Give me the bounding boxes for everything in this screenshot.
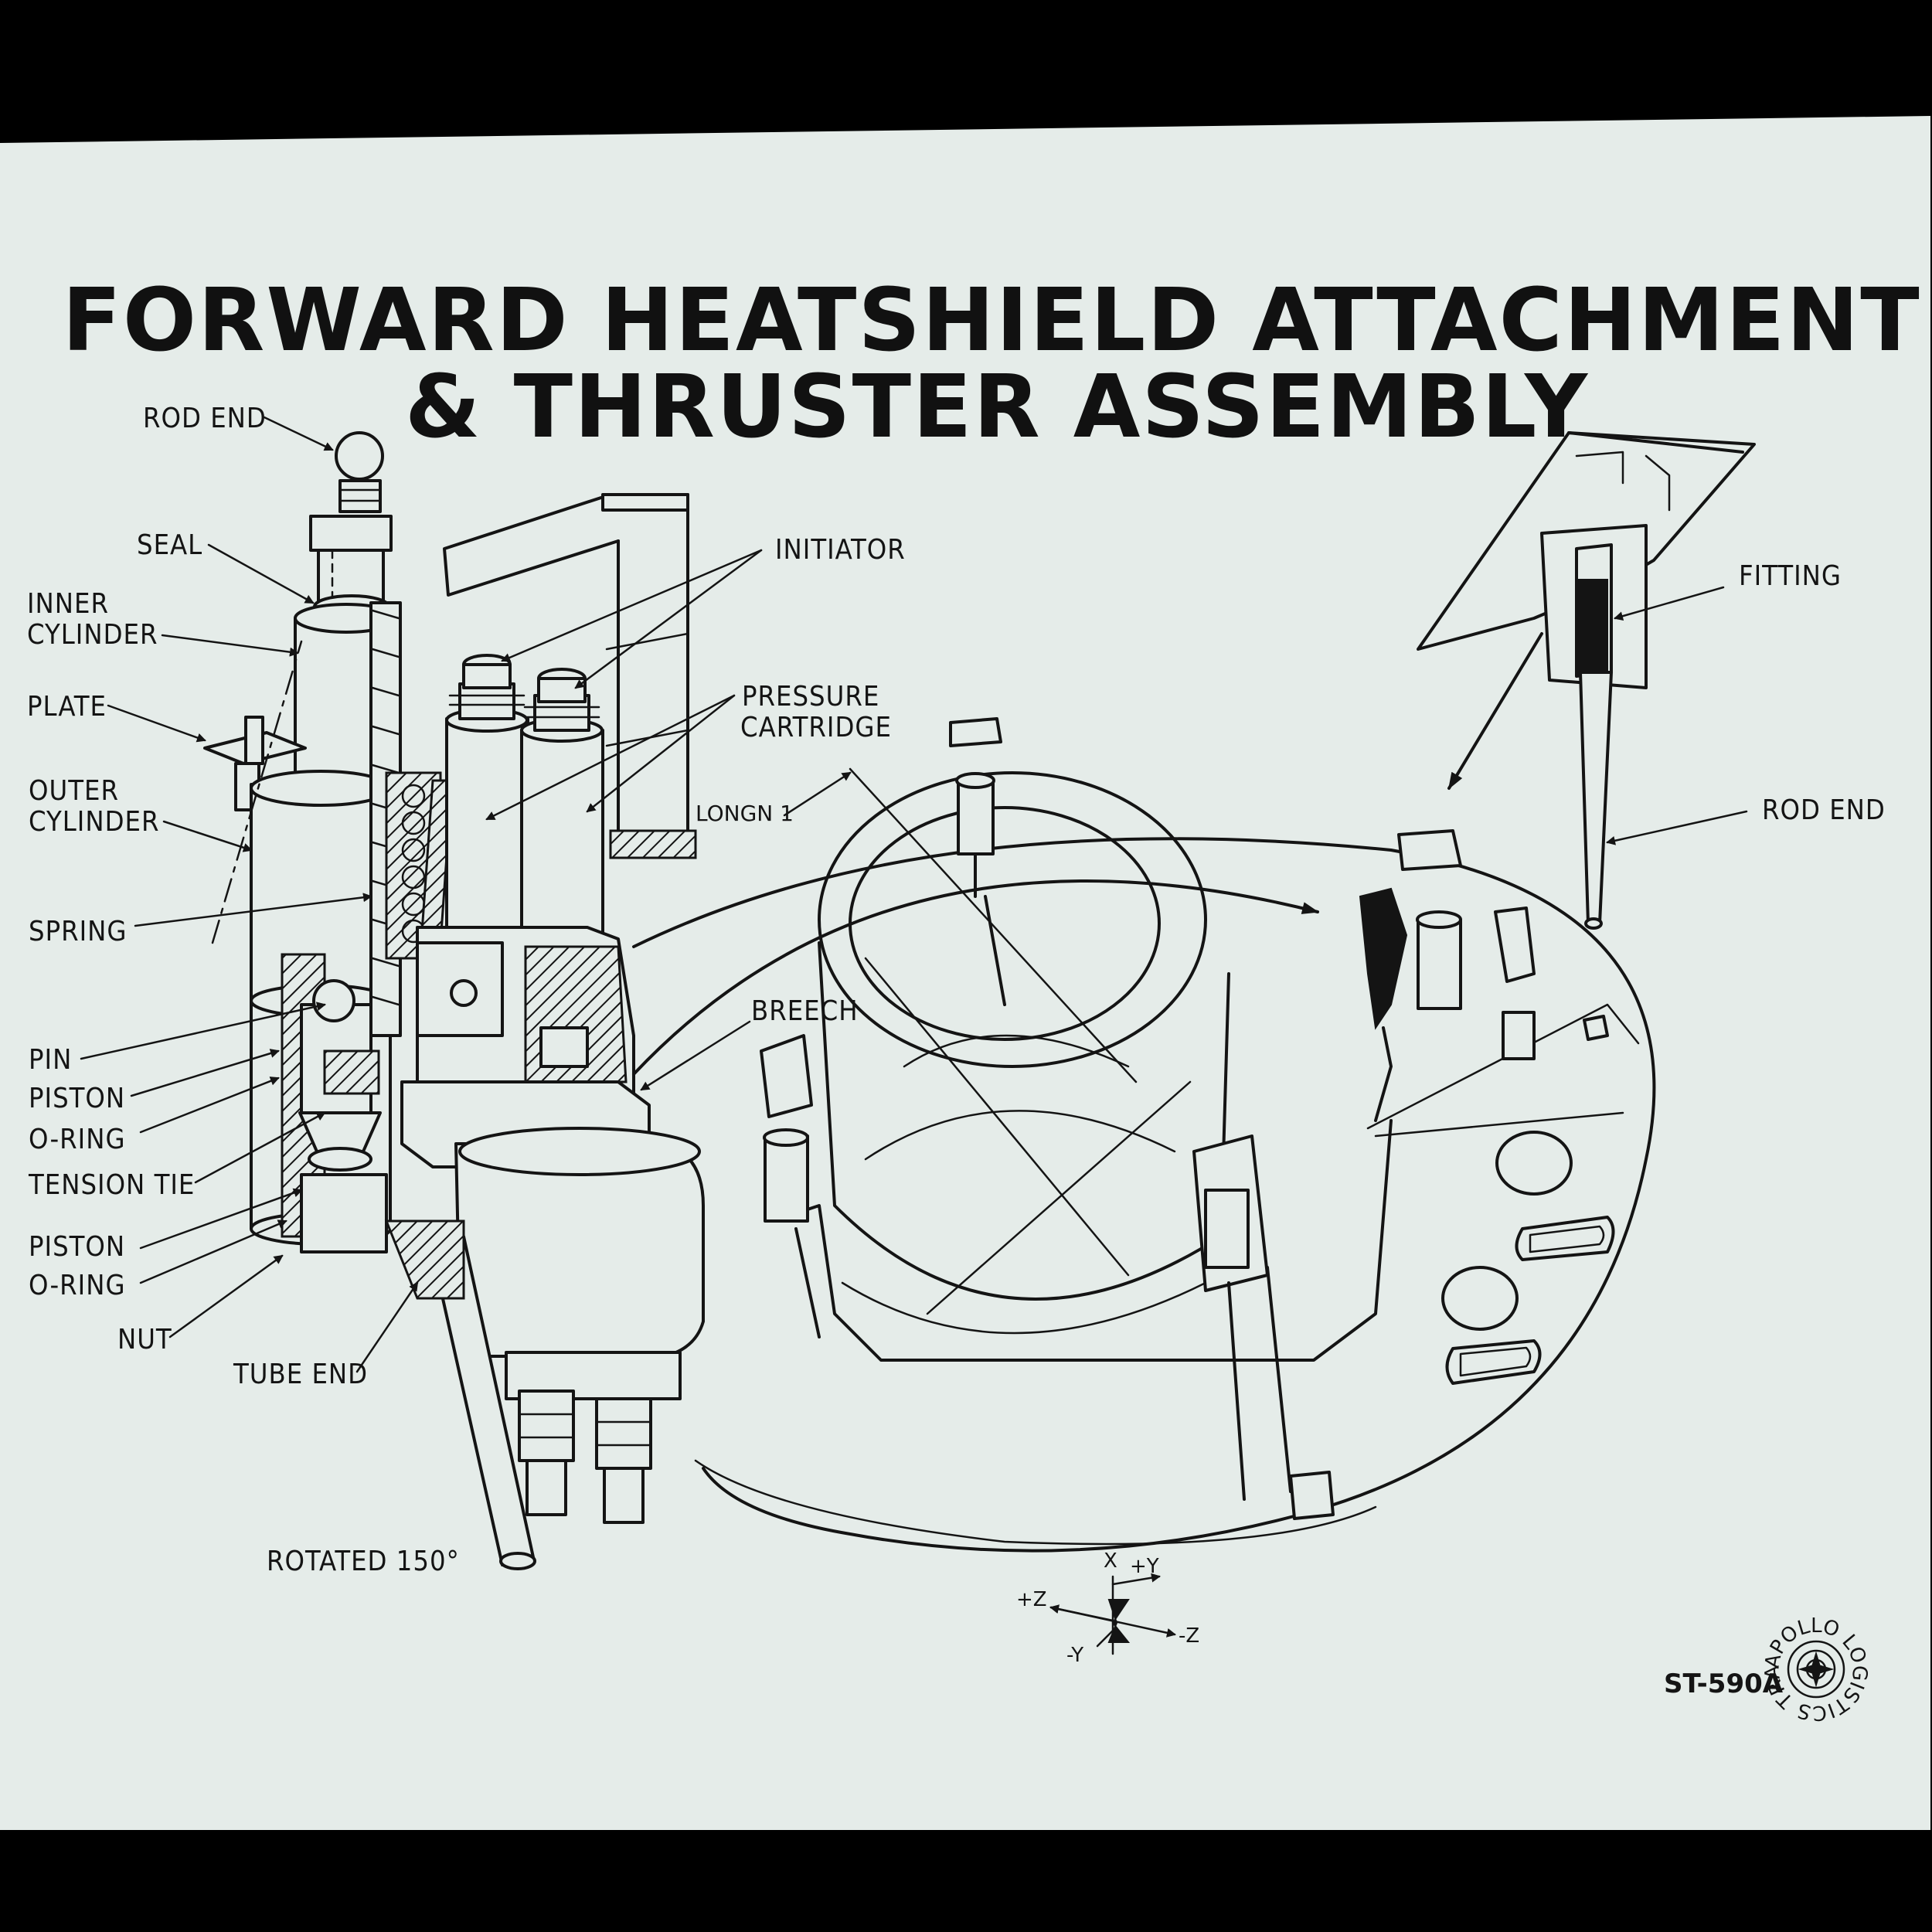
axis-label-plus-y: +Y <box>1130 1555 1159 1578</box>
heatshield-ring-drawing <box>632 632 1656 1553</box>
document-id: ST-590A <box>1664 1668 1784 1699</box>
label-outer-cylinder-2: CYLINDER <box>29 806 159 838</box>
label-outer-cylinder-1: OUTER <box>29 775 119 807</box>
axis-label-minus-y: -Y <box>1066 1644 1083 1667</box>
label-rotated: ROTATED 150° <box>267 1546 460 1577</box>
label-piston-2: PISTON <box>29 1231 125 1263</box>
labels: ROD END SEAL INNER CYLINDER PLATE OUTER … <box>27 403 1886 1577</box>
label-pin: PIN <box>29 1044 72 1076</box>
label-rod-end-right: ROD END <box>1762 794 1886 826</box>
label-plate: PLATE <box>27 691 107 723</box>
label-piston-1: PISTON <box>29 1083 125 1114</box>
axis-label-plus-z: +Z <box>1016 1588 1047 1611</box>
label-inner-cylinder-2: CYLINDER <box>27 619 158 651</box>
axis-label-minus-z: -Z <box>1179 1624 1199 1648</box>
label-nut: NUT <box>117 1324 172 1355</box>
label-seal: SEAL <box>137 529 202 561</box>
label-breech: BREECH <box>751 995 859 1027</box>
label-tube-end: TUBE END <box>233 1359 368 1390</box>
label-initiator: INITIATOR <box>775 534 906 566</box>
label-fitting: FITTING <box>1739 560 1842 592</box>
leader-lines <box>80 416 1748 1373</box>
label-o-ring-2: O-RING <box>29 1270 126 1301</box>
axis-indicator: X +Y +Z -Y -Z <box>1016 1549 1199 1667</box>
label-spring: SPRING <box>29 916 127 947</box>
label-o-ring-1: O-RING <box>29 1124 126 1155</box>
label-inner-cylinder-1: INNER <box>27 588 109 620</box>
title-line-2: & THRUSTER ASSEMBLY <box>405 357 1589 457</box>
axis-label-x: X <box>1104 1549 1117 1573</box>
fitting-detail-drawing <box>1417 431 1756 930</box>
title-line-1: FORWARD HEATSHIELD ATTACHMENT <box>62 270 1920 371</box>
label-rod-end-top: ROD END <box>143 403 267 434</box>
label-pressure-cartridge-1: PRESSURE <box>742 681 879 713</box>
label-pressure-cartridge-2: CARTRIDGE <box>740 712 892 743</box>
label-tension-tie: TENSION TIE <box>28 1169 195 1201</box>
label-longn: LONGN 1 <box>696 801 794 826</box>
